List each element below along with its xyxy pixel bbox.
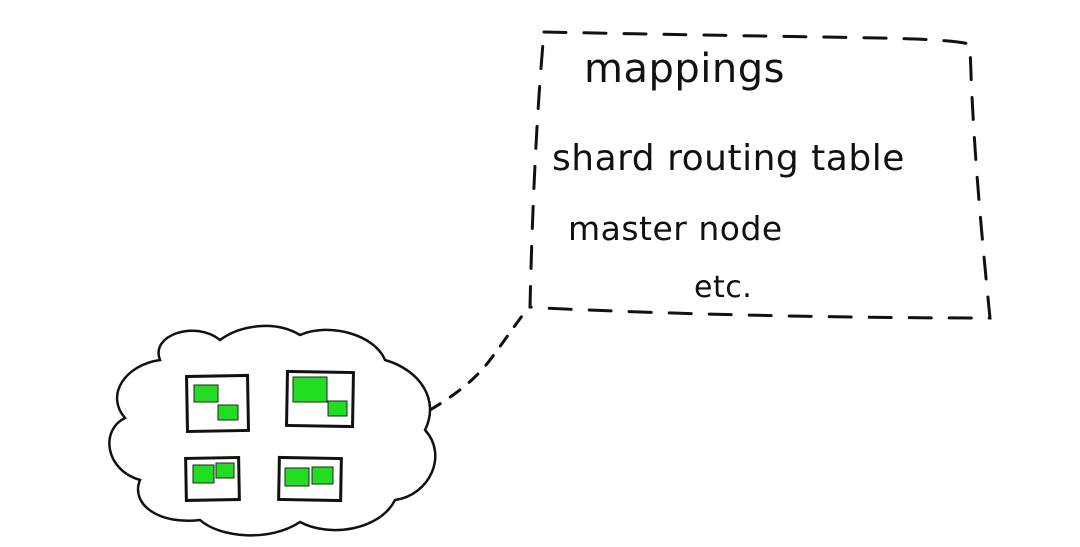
- cluster-node-2: [285, 369, 355, 429]
- node-box: [185, 373, 251, 434]
- callout-box: [528, 30, 992, 320]
- cluster-node-3: [184, 456, 241, 502]
- callout-line-shard-routing-table: shard routing table: [552, 138, 905, 179]
- shard: [292, 376, 328, 403]
- callout-line-etc: etc.: [694, 270, 752, 305]
- shard: [215, 462, 235, 479]
- cluster-cloud: [108, 324, 437, 537]
- cluster-node-4: [277, 455, 343, 503]
- connector-line: [428, 306, 530, 412]
- callout-line-mappings: mappings: [584, 46, 785, 92]
- shard: [192, 464, 215, 484]
- callout-line-master-node: master node: [568, 209, 783, 248]
- shard: [284, 467, 310, 487]
- shard: [327, 400, 348, 417]
- cluster-node-1: [185, 373, 251, 434]
- shard: [311, 466, 334, 485]
- shard: [193, 384, 219, 403]
- shard: [217, 404, 239, 421]
